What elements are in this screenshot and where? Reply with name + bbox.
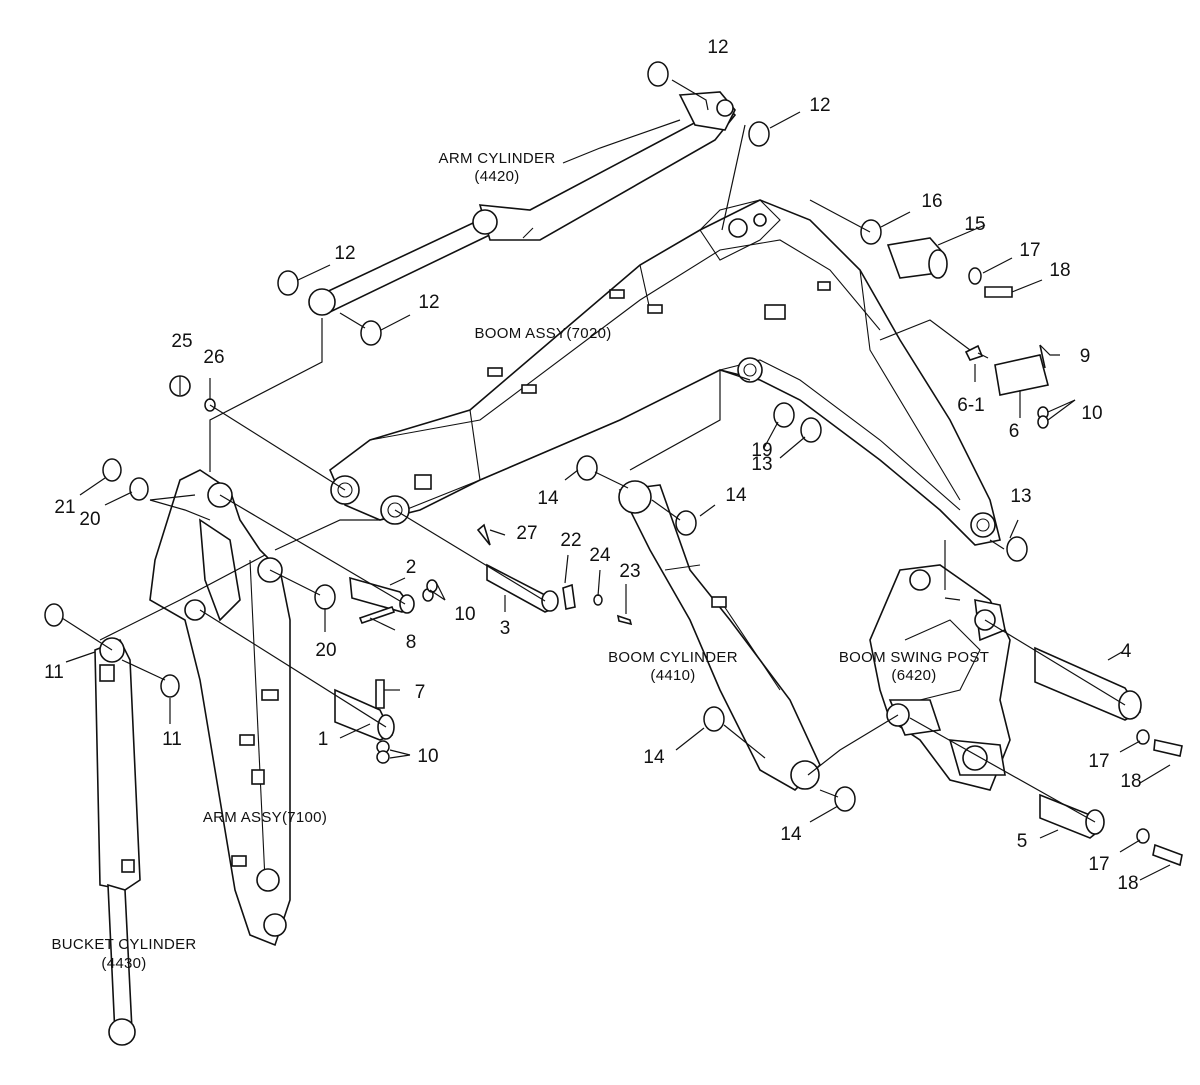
callout: 13 xyxy=(751,454,772,475)
callout: 19 xyxy=(751,440,772,461)
callout: 22 xyxy=(560,530,581,551)
arm-cylinder-code: (4420) xyxy=(474,168,519,185)
callout: 14 xyxy=(537,488,559,509)
callout: 15 xyxy=(964,214,985,235)
callout: 11 xyxy=(162,729,182,750)
callout: 8 xyxy=(406,632,417,653)
callout: 23 xyxy=(619,561,640,582)
callout: 10 xyxy=(454,604,475,625)
callout: 4 xyxy=(1121,641,1132,662)
bucket-cylinder xyxy=(94,637,141,1046)
callout: 18 xyxy=(1120,771,1141,792)
callout: 26 xyxy=(203,347,224,368)
callout: 21 xyxy=(54,497,75,518)
arm-assy-caption: ARM ASSY(7100) xyxy=(203,809,327,826)
callout: 12 xyxy=(418,292,439,313)
leader-lines xyxy=(61,79,1171,881)
callout: 1 xyxy=(318,729,329,750)
bucket-cylinder-code: (4430) xyxy=(101,955,146,972)
boom-swing-post-code: (6420) xyxy=(891,667,936,684)
arm-cylinder xyxy=(308,91,737,316)
callout: 25 xyxy=(171,331,192,352)
boom-cylinder xyxy=(618,480,821,791)
callout: 9 xyxy=(1080,346,1091,367)
callout: 10 xyxy=(417,746,438,767)
callout: 12 xyxy=(707,37,728,58)
callout: 2 xyxy=(406,557,417,578)
callout: 13 xyxy=(1010,486,1031,507)
callout: 24 xyxy=(589,545,611,566)
boom-swing-post-caption: BOOM SWING POST xyxy=(839,649,989,666)
callout: 7 xyxy=(415,682,426,703)
callout: 18 xyxy=(1117,873,1138,894)
callout: 18 xyxy=(1049,260,1070,281)
callout: 14 xyxy=(725,485,747,506)
callout: 5 xyxy=(1017,831,1028,852)
callout: 20 xyxy=(315,640,336,661)
callout: 27 xyxy=(516,523,537,544)
bucket-cylinder-caption: BUCKET CYLINDER xyxy=(51,936,196,953)
callout: 20 xyxy=(79,509,100,530)
callout: 16 xyxy=(921,191,942,212)
callout: 14 xyxy=(643,747,665,768)
boom-cylinder-caption: BOOM CYLINDER xyxy=(608,649,738,666)
callout: 6-1 xyxy=(957,395,984,416)
arm-cylinder-caption: ARM CYLINDER xyxy=(439,150,556,167)
boom-assy-caption: BOOM ASSY(7020) xyxy=(474,325,611,342)
callout: 12 xyxy=(334,243,355,264)
assembly-captions: ARM CYLINDER (4420) BOOM ASSY(7020) BOOM… xyxy=(51,150,989,972)
callout: 17 xyxy=(1088,751,1109,772)
arm-assembly xyxy=(149,469,291,947)
callout: 11 xyxy=(44,662,64,683)
callout: 6 xyxy=(1009,421,1020,442)
callout: 14 xyxy=(780,824,802,845)
callout: 17 xyxy=(1088,854,1109,875)
part-callouts: 12 12 12 12 16 15 17 18 25 26 9 6-1 6 10… xyxy=(44,37,1141,894)
callout: 3 xyxy=(500,618,511,639)
callout: 12 xyxy=(809,95,830,116)
callout: 17 xyxy=(1019,240,1040,261)
callout: 10 xyxy=(1081,403,1102,424)
washers xyxy=(44,61,1028,812)
boom-cylinder-code: (4410) xyxy=(650,667,695,684)
